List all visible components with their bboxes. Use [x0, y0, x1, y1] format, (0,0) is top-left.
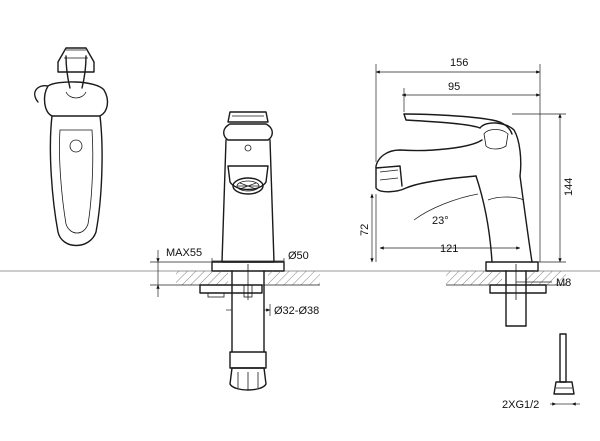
dim-spout-angle: 23° [413, 193, 479, 227]
label-spout-length: 95 [448, 81, 460, 93]
dim-max-deck: MAX55 [150, 247, 212, 297]
label-overall-length: 156 [450, 57, 468, 69]
label-max-deck: MAX55 [166, 247, 202, 259]
faucet-side-view [375, 113, 575, 395]
dim-spout-length: 95 [401, 81, 541, 112]
label-hose-connection: 2XG1/2 [502, 399, 539, 411]
dim-hole-diameter: Ø32-Ø38 [226, 304, 319, 317]
label-overall-height: 144 [563, 178, 575, 196]
label-outlet-reach: 121 [440, 243, 458, 255]
label-thread: M8 [556, 277, 571, 289]
dim-outlet-height: 72 [359, 193, 377, 263]
label-base-diameter: Ø50 [288, 250, 309, 262]
dim-overall-height: 144 [512, 113, 575, 263]
dim-hose-connection: 2XG1/2 [502, 399, 580, 411]
dim-outlet-reach: 121 [379, 243, 521, 255]
label-spout-angle: 23° [432, 215, 449, 227]
label-outlet-height: 72 [359, 224, 371, 236]
faucet-top-view [34, 47, 109, 247]
label-hole-diameter: Ø32-Ø38 [274, 305, 319, 317]
dim-base-diameter: Ø50 [211, 250, 309, 264]
faucet-front-view [176, 111, 320, 391]
dim-overall-length: 156 [375, 57, 541, 262]
dim-thread: M8 [516, 277, 571, 289]
